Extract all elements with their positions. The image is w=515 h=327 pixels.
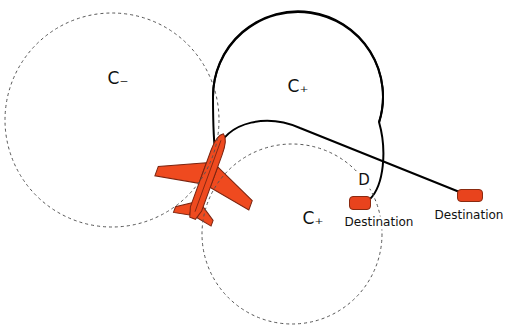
circle-outline bbox=[211, 10, 385, 184]
turning-circle-outline bbox=[213, 12, 383, 122]
flight-path bbox=[213, 11, 383, 199]
circle-label: C₊ bbox=[287, 77, 310, 96]
aircraft-icon bbox=[145, 117, 270, 237]
circle-outline bbox=[200, 142, 384, 326]
destination-marker: DDestination bbox=[349, 196, 371, 210]
point-label: D bbox=[357, 172, 371, 189]
circle-label: C₋ bbox=[107, 69, 130, 88]
turning-circle-outline bbox=[5, 13, 219, 227]
destination-label: Destination bbox=[434, 209, 505, 222]
turning-circle: C₊ bbox=[200, 142, 384, 326]
turning-circle-outline bbox=[202, 144, 382, 324]
destination-label: Destination bbox=[344, 216, 415, 229]
circle-outline bbox=[3, 11, 221, 229]
circle-label: C₊ bbox=[302, 209, 325, 228]
turning-circle: C₋ bbox=[3, 11, 221, 229]
flight-path bbox=[215, 121, 462, 193]
destination-marker: Destination bbox=[457, 189, 483, 202]
turning-circle: C₊ bbox=[211, 10, 385, 184]
